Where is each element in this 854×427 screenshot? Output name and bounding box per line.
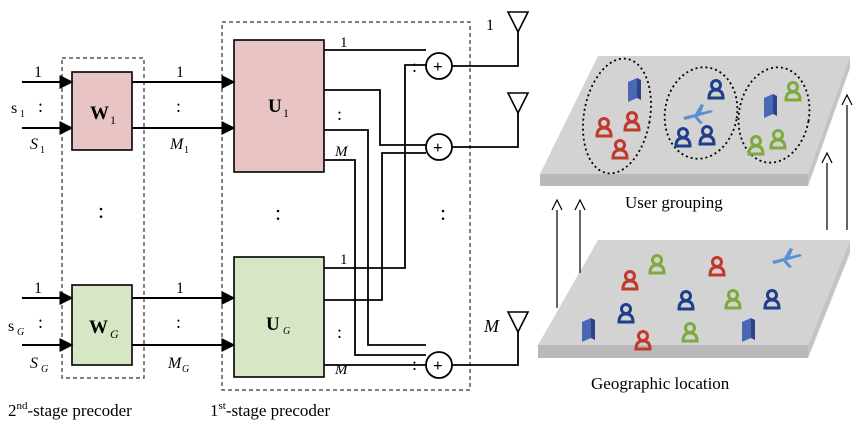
ug-out-M: M bbox=[334, 362, 349, 378]
adder-1-symbol: + bbox=[433, 57, 443, 76]
u1-out-dots: : bbox=[337, 104, 342, 124]
bot-stream-s-sub: G bbox=[17, 327, 24, 338]
antenna-m-label: M bbox=[483, 316, 500, 336]
user-icon bbox=[617, 303, 635, 324]
user-icon bbox=[648, 254, 666, 275]
adder-2-symbol: + bbox=[433, 138, 443, 157]
bot-mid-M: M bbox=[167, 355, 183, 372]
user-icon bbox=[621, 270, 639, 291]
antenna-1-icon bbox=[506, 11, 530, 34]
bot-mid-dots: : bbox=[176, 312, 181, 332]
building-icon bbox=[764, 94, 777, 118]
bot-mid-M-sub: G bbox=[182, 364, 189, 375]
user-icon bbox=[763, 289, 781, 310]
user-grouping-label: User grouping bbox=[625, 193, 723, 212]
user-icon bbox=[677, 290, 695, 311]
top-stream-S: S bbox=[30, 136, 38, 153]
upward-arrows bbox=[557, 100, 847, 308]
wg-block bbox=[71, 284, 133, 366]
building-icon bbox=[582, 318, 595, 342]
top-input-dots: : bbox=[38, 96, 43, 116]
bot-stream-1: 1 bbox=[34, 280, 42, 297]
adder-2: + bbox=[425, 133, 453, 161]
antenna-feeds bbox=[452, 30, 519, 366]
aircraft-icon bbox=[683, 104, 713, 124]
user-icon bbox=[698, 125, 716, 146]
wg-sub: G bbox=[110, 327, 119, 341]
user-icon bbox=[674, 127, 692, 148]
user-grouping-plane bbox=[540, 56, 850, 186]
user-icon bbox=[769, 129, 787, 150]
antenna-1-label: 1 bbox=[486, 17, 494, 34]
adder-group-dots: : bbox=[440, 200, 446, 225]
u1-block bbox=[233, 39, 325, 173]
scene-icons bbox=[582, 78, 802, 351]
u-group-dots: : bbox=[275, 200, 281, 225]
user-icon bbox=[681, 322, 699, 343]
adder-1: + bbox=[425, 52, 453, 80]
wg-label: W bbox=[89, 317, 108, 338]
building-icon bbox=[628, 78, 641, 102]
antenna-2-icon bbox=[506, 92, 530, 115]
user-icon bbox=[595, 117, 613, 138]
w-group-dots: : bbox=[98, 198, 104, 223]
second-stage-label: 2nd-stage precoder bbox=[8, 400, 132, 420]
w1-label: W bbox=[90, 103, 109, 124]
adder-1-dots: : bbox=[412, 56, 417, 76]
aircraft-icon bbox=[772, 248, 802, 268]
top-stream-1: 1 bbox=[34, 64, 42, 81]
geographic-location-label: Geographic location bbox=[591, 374, 730, 393]
adder-m: + bbox=[425, 351, 453, 379]
bot-mid-1: 1 bbox=[176, 280, 184, 297]
user-icon bbox=[707, 79, 725, 100]
ug-block bbox=[233, 256, 325, 378]
user-icon bbox=[623, 111, 641, 132]
ug-sub: G bbox=[283, 326, 290, 337]
bot-input-dots: : bbox=[38, 312, 43, 332]
ug-out-dots: : bbox=[337, 322, 342, 342]
routing-lines bbox=[324, 49, 426, 366]
bot-stream-S: S bbox=[30, 355, 38, 372]
geographic-plane bbox=[538, 240, 850, 358]
bot-stream-s: s bbox=[8, 318, 14, 335]
building-icon bbox=[742, 318, 755, 342]
adder-m-dots: : bbox=[412, 354, 417, 374]
top-mid-M: M bbox=[169, 136, 185, 153]
adder-m-symbol: + bbox=[433, 356, 443, 375]
bot-stream-S-sub: G bbox=[41, 364, 48, 375]
u1-out-1: 1 bbox=[340, 35, 348, 51]
w1-block bbox=[71, 71, 133, 151]
group-ellipse-3 bbox=[737, 66, 811, 164]
user-icon bbox=[784, 81, 802, 102]
ug-label: U bbox=[266, 314, 280, 335]
first-stage-label: 1st-stage precoder bbox=[210, 400, 330, 420]
user-icon bbox=[611, 139, 629, 160]
w1-sub: 1 bbox=[110, 113, 116, 127]
ug-out-1: 1 bbox=[340, 252, 348, 268]
group-ellipse-2 bbox=[663, 66, 739, 160]
second-stage-box bbox=[61, 57, 145, 379]
top-mid-dots: : bbox=[176, 96, 181, 116]
user-icon bbox=[724, 289, 742, 310]
u1-sub: 1 bbox=[283, 106, 289, 120]
top-stream-S-sub: 1 bbox=[40, 145, 45, 156]
top-mid-M-sub: 1 bbox=[184, 145, 189, 156]
user-icon bbox=[708, 256, 726, 277]
top-stream-s-sub: 1 bbox=[20, 109, 25, 120]
antenna-m-icon bbox=[506, 311, 530, 334]
group-ellipse-1 bbox=[582, 57, 652, 175]
top-mid-1: 1 bbox=[176, 64, 184, 81]
top-stream-s: s bbox=[11, 100, 17, 117]
user-icon bbox=[634, 330, 652, 351]
u1-out-M: M bbox=[334, 144, 349, 160]
user-icon bbox=[747, 135, 765, 156]
u1-label: U bbox=[268, 96, 282, 117]
